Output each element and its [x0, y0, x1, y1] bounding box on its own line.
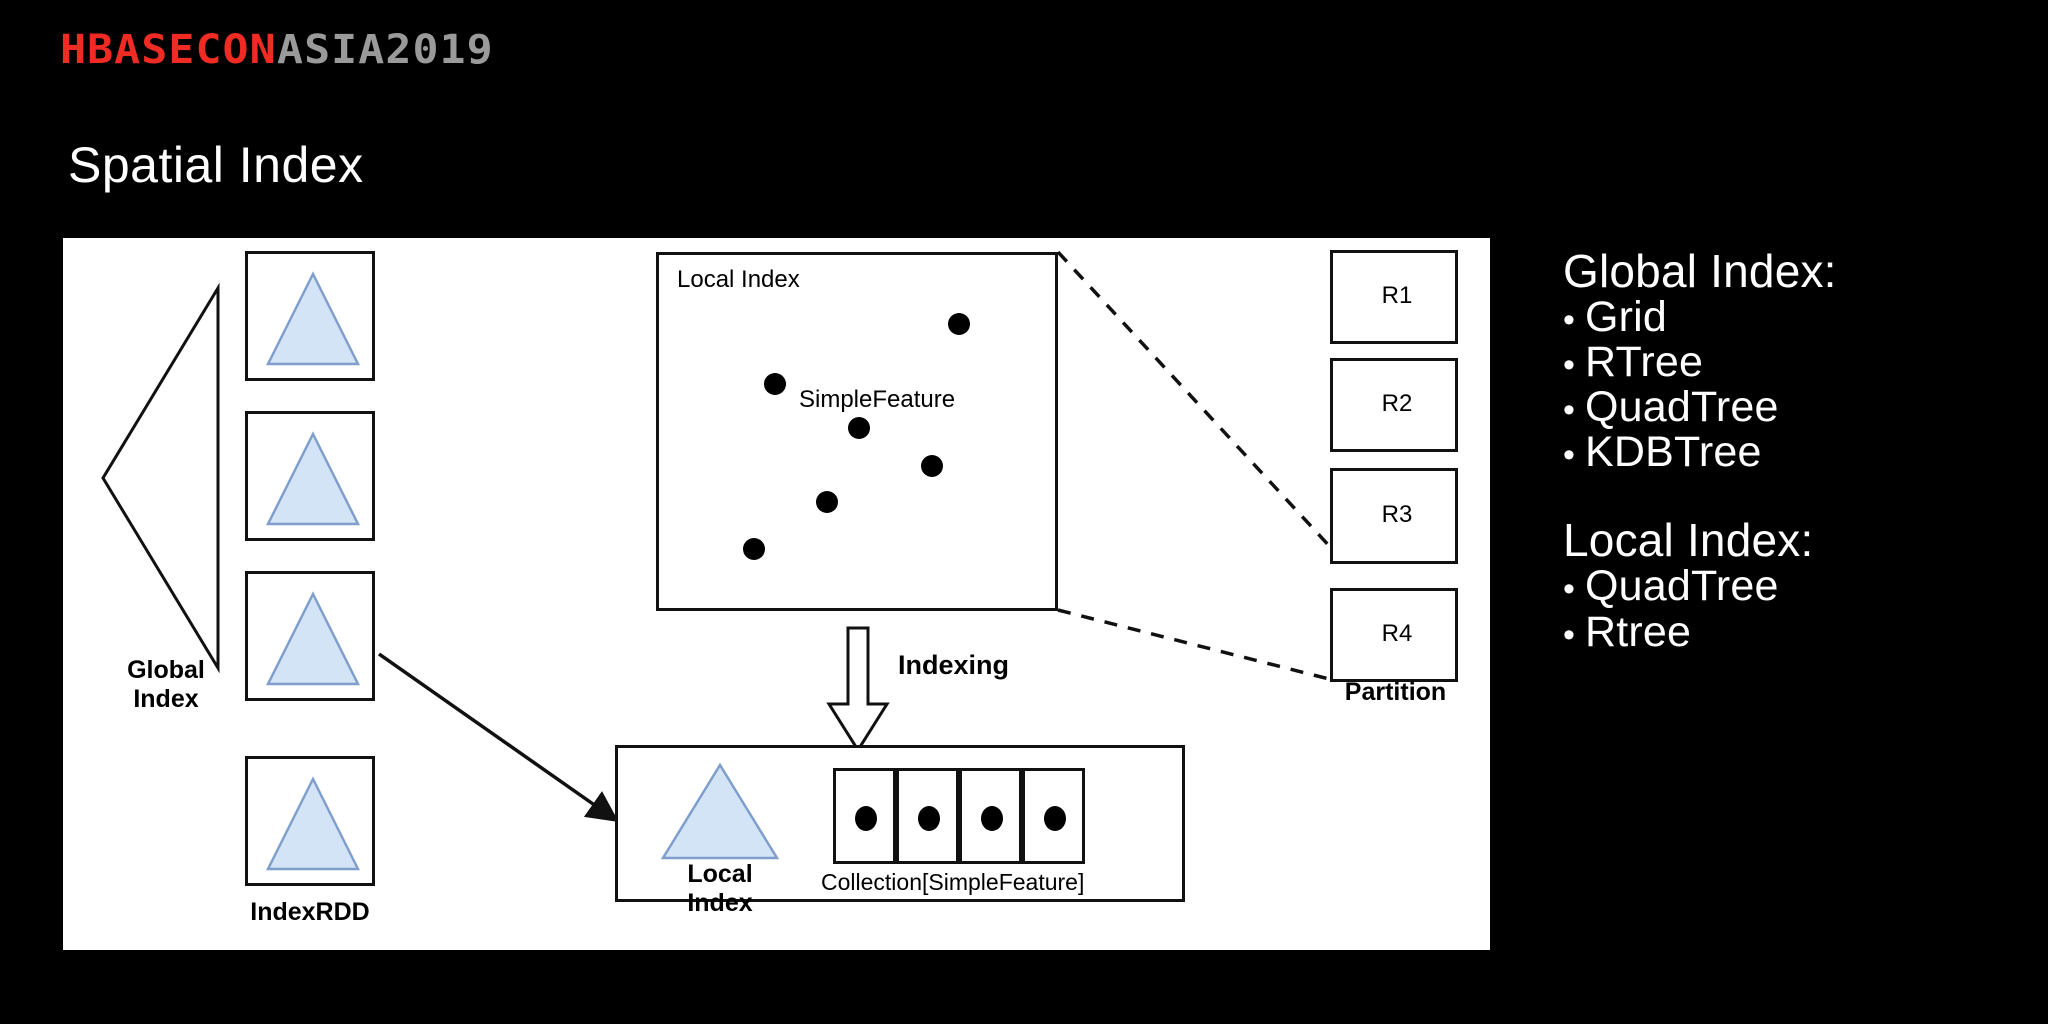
- bullet-icon: •: [1563, 300, 1576, 339]
- result-triangle-label: Local Index: [656, 860, 784, 918]
- triangle-icon: [266, 776, 360, 871]
- collection-cell[interactable]: [896, 768, 959, 864]
- list-item-label: RTree: [1585, 338, 1704, 387]
- feature-point: [816, 491, 838, 513]
- brand-logo-secondary: ASIA2019: [276, 27, 494, 73]
- collection-cell[interactable]: [833, 768, 896, 864]
- triangle-icon: [266, 271, 360, 366]
- indexrdd-to-result-arrow: [377, 652, 619, 823]
- index-rdd-partition-box[interactable]: [245, 571, 375, 701]
- collection-cell[interactable]: [1022, 768, 1085, 864]
- triangle-icon: [266, 591, 360, 686]
- bullet-icon: •: [1563, 346, 1576, 385]
- result-triangle-label-line2: Index: [687, 888, 753, 917]
- global-index-label: Global Index: [91, 656, 241, 714]
- local-index-to-partition-dashed-lines: [1056, 250, 1335, 682]
- feature-point: [921, 455, 943, 477]
- partition-box-r2[interactable]: R2: [1330, 358, 1458, 452]
- list-item-label: Grid: [1585, 292, 1668, 341]
- brand-logo-primary: HBASECON: [60, 27, 277, 73]
- collection-cell[interactable]: [959, 768, 1022, 864]
- indexing-label: Indexing: [898, 650, 1010, 680]
- partition-label-r3: R3: [1381, 501, 1413, 528]
- feature-point: [743, 538, 765, 560]
- partition-box-r4[interactable]: R4: [1330, 588, 1458, 682]
- triangle-icon: [266, 431, 360, 526]
- partition-label-r4: R4: [1381, 620, 1413, 647]
- bullet-icon: •: [1563, 615, 1576, 654]
- feature-point: [981, 806, 1003, 831]
- local-index-list: •QuadTree •Rtree: [1563, 564, 2023, 654]
- index-rdd-partition-box[interactable]: [245, 756, 375, 886]
- list-item: •RTree: [1563, 338, 2023, 387]
- bullet-icon: •: [1563, 570, 1576, 609]
- notes-column: Global Index: •Grid •RTree •QuadTree •KD…: [1563, 248, 2023, 655]
- list-item: •Rtree: [1563, 607, 2023, 656]
- list-item-label: KDBTree: [1585, 428, 1762, 477]
- list-item-label: Rtree: [1585, 607, 1692, 656]
- feature-point: [855, 806, 877, 831]
- index-rdd-label: IndexRDD: [250, 898, 370, 926]
- global-index-chevron-icon: [101, 283, 220, 673]
- global-index-heading: Global Index:: [1563, 245, 1837, 297]
- diagram-panel: Global Index IndexRDD: [63, 238, 1490, 950]
- collection-label: Collection[SimpleFeature]: [821, 869, 1085, 895]
- result-triangle-label-line1: Local: [687, 860, 753, 888]
- global-index-label-line2: Index: [133, 684, 199, 713]
- partition-label-r2: R2: [1381, 390, 1413, 417]
- list-item-label: QuadTree: [1585, 562, 1779, 611]
- partition-box-r3[interactable]: R3: [1330, 468, 1458, 564]
- local-index-space-box[interactable]: Local Index SimpleFeature: [656, 252, 1058, 611]
- feature-point: [764, 373, 786, 395]
- feature-point: [948, 313, 970, 335]
- triangle-icon: [660, 762, 780, 860]
- indexing-arrow-icon: [826, 626, 890, 753]
- global-index-label-line1: Global: [127, 656, 205, 684]
- local-index-result-box[interactable]: Local Index Collection[SimpleFeature]: [615, 745, 1185, 917]
- feature-point: [1044, 806, 1066, 831]
- notes-spacer: [1563, 475, 2023, 517]
- global-index-list: •Grid •RTree •QuadTree •KDBTree: [1563, 292, 2023, 476]
- partition-label-r1: R1: [1381, 282, 1413, 309]
- feature-point: [848, 417, 870, 439]
- partition-label: Partition: [1344, 678, 1447, 706]
- simple-feature-label: SimpleFeature: [799, 386, 956, 413]
- local-index-space-title: Local Index: [677, 266, 800, 293]
- page-title: Spatial Index: [68, 137, 364, 193]
- brand-logo: HBASECON ASIA2019: [60, 27, 492, 73]
- partition-box-r1[interactable]: R1: [1330, 250, 1458, 344]
- list-item: •QuadTree: [1563, 385, 2023, 430]
- index-rdd-partition-box[interactable]: [245, 411, 375, 541]
- list-item-label: QuadTree: [1585, 383, 1779, 432]
- list-item: •KDBTree: [1563, 430, 2023, 475]
- feature-point: [918, 806, 940, 831]
- index-rdd-partition-box[interactable]: [245, 251, 375, 381]
- bullet-icon: •: [1563, 391, 1576, 430]
- bullet-icon: •: [1563, 436, 1576, 475]
- local-index-heading: Local Index:: [1563, 514, 1814, 567]
- list-item: •QuadTree: [1563, 564, 2023, 609]
- list-item: •Grid: [1563, 292, 2023, 341]
